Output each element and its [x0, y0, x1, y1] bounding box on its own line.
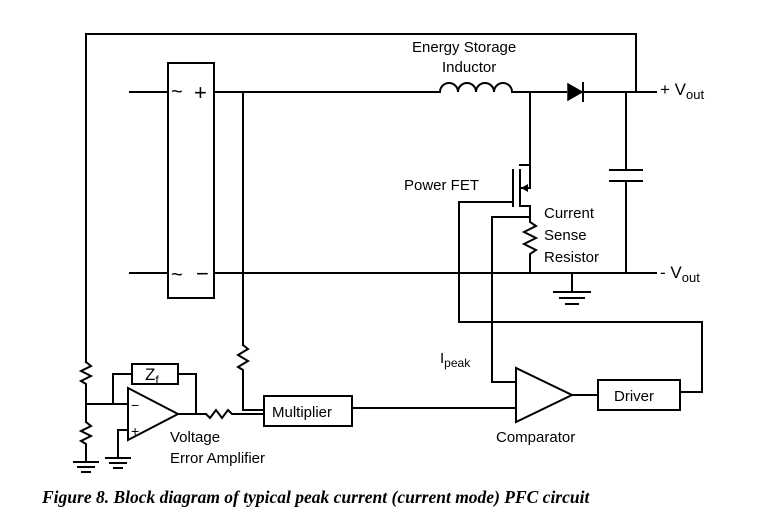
fet-drain-wire [519, 91, 531, 166]
driver-block [597, 379, 681, 411]
bridge-rectifier [167, 62, 215, 299]
ground-symbol-opamp [105, 457, 131, 469]
opamp-minus-label: − [131, 397, 139, 413]
zf-feedback-wire [112, 373, 133, 405]
comparator-label: Comparator [496, 429, 575, 446]
output-diode [567, 82, 584, 102]
sense-resistor-label-line2: Sense [544, 227, 587, 244]
rectifier-ac-top-label: ~ [171, 81, 183, 103]
opamp-plus-wire [117, 429, 129, 459]
rectifier-plus-label: + [194, 80, 207, 105]
power-fet-label: Power FET [404, 177, 479, 194]
opamp-output-resistor [177, 408, 265, 420]
comparator [515, 366, 575, 424]
vin-sense-resistor [236, 343, 265, 411]
vout-negative-label: - Vout [660, 263, 700, 285]
vout-positive-label: + Vout [660, 80, 704, 102]
ground-symbol-sense [553, 272, 591, 305]
sense-resistor-label-line3: Resistor [544, 249, 599, 266]
divider-resistor-bottom [78, 403, 94, 463]
inductor-label-line1: Energy Storage [412, 39, 516, 56]
inductor-label-line2: Inductor [442, 59, 496, 76]
zf-label: Zf [145, 365, 159, 387]
ipeak-label: Ipeak [440, 350, 471, 370]
voltage-error-amplifier-label-line2: Error Amplifier [170, 450, 265, 467]
driver-label: Driver [614, 388, 654, 405]
sense-tap-wire [491, 216, 531, 383]
multiplier-label: Multiplier [272, 404, 332, 421]
power-fet [512, 164, 531, 213]
current-sense-resistor [521, 211, 539, 274]
ground-symbol-divider [73, 461, 99, 473]
zf-return-wire [177, 373, 197, 415]
opamp-plus-label: + [131, 423, 139, 439]
voltage-error-amplifier [127, 386, 181, 442]
sense-resistor-label-line1: Current [544, 205, 595, 222]
divider-resistor-top [78, 360, 94, 405]
figure-caption: Figure 8. Block diagram of typical peak … [41, 487, 590, 507]
rectifier-minus-label: − [196, 261, 209, 286]
multiplier-block [263, 395, 353, 427]
fet-gate-wire [458, 201, 703, 393]
feedback-wire [85, 33, 637, 363]
energy-storage-inductor [438, 82, 514, 94]
voltage-error-amplifier-label-line1: Voltage [170, 429, 220, 446]
rectifier-ac-bottom-label: ~ [171, 264, 183, 286]
